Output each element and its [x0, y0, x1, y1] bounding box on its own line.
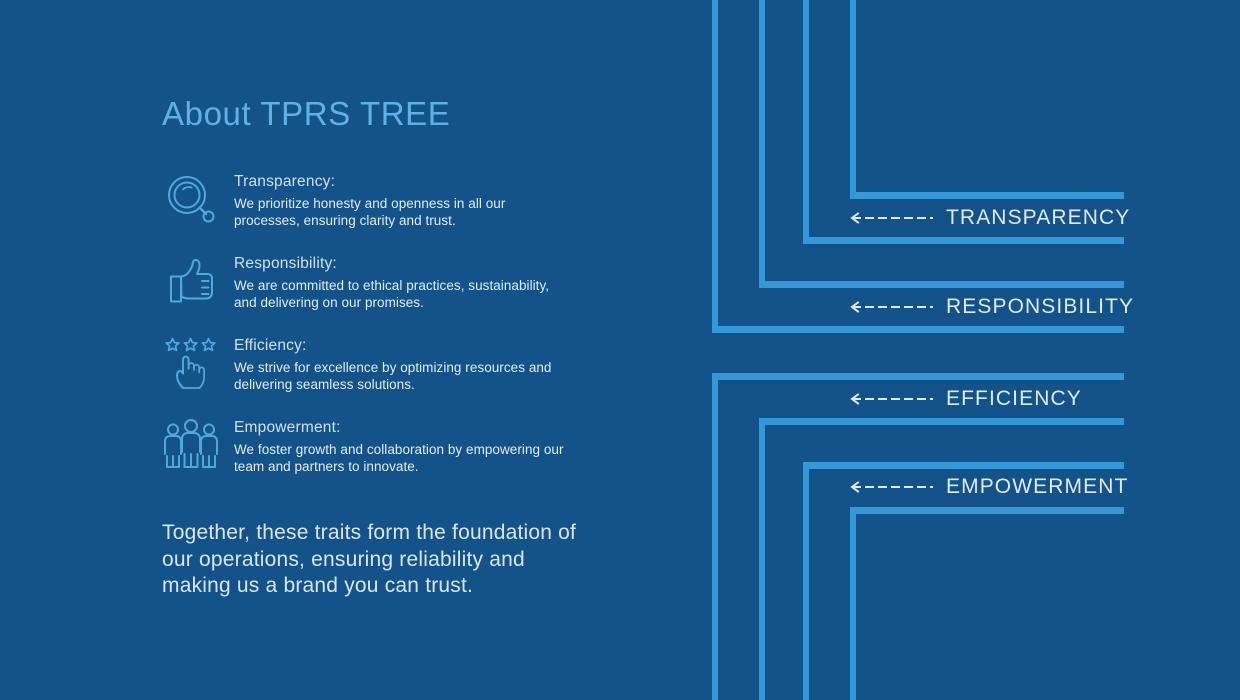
diagram-label-efficiency: EFFICIENCY: [850, 386, 1082, 412]
diagram-label-empowerment: EMPOWERMENT: [850, 474, 1128, 500]
page-title: About TPRS TREE: [162, 95, 451, 132]
people-group-icon: [162, 416, 220, 476]
diagram-label-text: TRANSPARENCY: [946, 206, 1131, 229]
frame-line-vertical-5: [712, 373, 718, 700]
feature-description: We are committed to ethical practices, s…: [234, 277, 550, 311]
diagram-label-text: RESPONSIBILITY: [946, 295, 1135, 318]
dashed-left-arrow-icon: [850, 212, 934, 224]
diagram-label-responsibility: RESPONSIBILITY: [850, 294, 1134, 320]
frame-line-horizontal-6: [759, 418, 1124, 425]
frame-line-vertical-7: [803, 462, 809, 700]
feature-item-empowerment: Empowerment: We foster growth and collab…: [162, 416, 642, 476]
feature-body: Transparency: We prioritize honesty and …: [234, 170, 574, 230]
stars-hand-icon: [162, 334, 220, 394]
feature-description: We prioritize honesty and openness in al…: [234, 195, 506, 229]
feature-title: Responsibility:: [234, 255, 337, 273]
frame-line-vertical-6: [759, 418, 765, 700]
frame-line-vertical-1: [712, 0, 718, 333]
feature-item-responsibility: Responsibility: We are committed to ethi…: [162, 252, 642, 312]
frame-line-horizontal-1: [712, 326, 1124, 333]
frame-line-horizontal-4: [850, 192, 1124, 199]
feature-item-transparency: Transparency: We prioritize honesty and …: [162, 170, 642, 230]
feature-body: Empowerment: We foster growth and collab…: [234, 416, 574, 476]
feature-body: Efficiency: We strive for excellence by …: [234, 334, 574, 394]
diagram-label-text: EMPOWERMENT: [946, 475, 1129, 498]
feature-title: Efficiency:: [234, 337, 307, 355]
frame-line-horizontal-5: [712, 373, 1124, 380]
frame-line-horizontal-8: [850, 507, 1124, 514]
dashed-left-arrow-icon: [850, 393, 934, 405]
feature-list: Transparency: We prioritize honesty and …: [162, 170, 642, 476]
frame-line-vertical-8: [850, 507, 856, 700]
frame-line-horizontal-2: [759, 281, 1124, 288]
closing-statement: Together, these traits form the foundati…: [162, 521, 577, 598]
dashed-left-arrow-icon: [850, 481, 934, 493]
frame-line-vertical-4: [850, 0, 856, 199]
frame-line-vertical-2: [759, 0, 765, 288]
feature-body: Responsibility: We are committed to ethi…: [234, 252, 574, 312]
diagram-label-text: EFFICIENCY: [946, 387, 1082, 410]
thumbs-up-icon: [162, 252, 220, 312]
feature-description: We foster growth and collaboration by em…: [234, 441, 564, 475]
content-pane: About TPRS TREE Transparency: We priorit…: [162, 95, 642, 621]
dashed-left-arrow-icon: [850, 301, 934, 313]
feature-title: Transparency:: [234, 173, 336, 191]
feature-description: We strive for excellence by optimizing r…: [234, 359, 552, 393]
frame-line-horizontal-7: [803, 462, 1124, 469]
feature-item-efficiency: Efficiency: We strive for excellence by …: [162, 334, 642, 394]
frame-line-vertical-3: [803, 0, 809, 244]
diagram-label-transparency: TRANSPARENCY: [850, 205, 1130, 231]
nested-frames-diagram: TRANSPARENCY RESPONSIBILITY EFFICIENCY: [700, 0, 1240, 700]
feature-title: Empowerment:: [234, 419, 341, 437]
magnifier-icon: [162, 170, 220, 230]
frame-line-horizontal-3: [803, 237, 1124, 244]
